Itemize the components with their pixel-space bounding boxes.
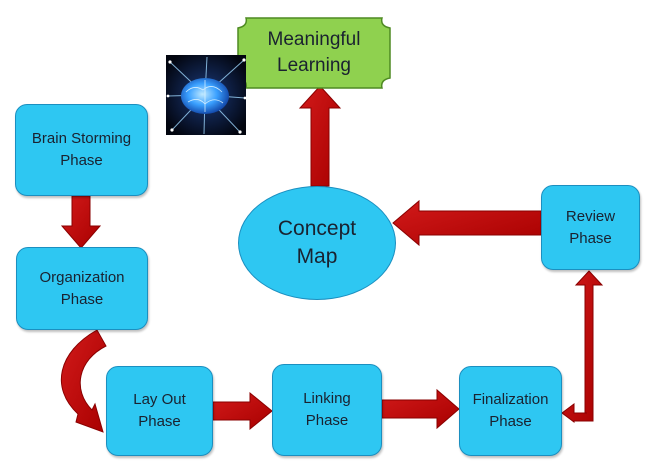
arrow-brainstorming-to-organization	[60, 195, 102, 249]
arrow-linking-to-finalization	[381, 388, 460, 430]
layout-phase-node: Lay Out Phase	[106, 366, 213, 456]
brainstorming-phase-node: Brain Storming Phase	[15, 104, 148, 196]
concept-map-node: Concept Map	[238, 186, 396, 300]
organization-phase-node: Organization Phase	[16, 247, 148, 330]
concept-map-line2: Map	[296, 245, 338, 268]
meaningful-learning-line2: Learning	[277, 55, 351, 76]
review-line2: Phase	[569, 229, 612, 247]
arrow-organization-to-layout	[60, 329, 107, 433]
arrow-finalization-to-review	[561, 270, 604, 423]
meaningful-learning-node: Meaningful Learning	[238, 18, 390, 88]
layout-line2: Phase	[138, 413, 181, 430]
arrow-concept-map-to-meaningful-learning	[298, 85, 342, 187]
finalization-phase-node: Finalization Phase	[459, 366, 562, 456]
review-line1: Review	[565, 207, 616, 225]
layout-line1: Lay Out	[133, 391, 186, 408]
arrow-review-to-concept-map	[392, 199, 542, 247]
organization-line1: Organization	[39, 268, 125, 286]
concept-map-line1: Concept	[277, 217, 357, 240]
finalization-line2: Phase	[489, 413, 532, 430]
brainstorming-line1: Brain Storming	[31, 130, 132, 147]
arrow-layout-to-linking	[212, 391, 273, 431]
linking-phase-node: Linking Phase	[272, 364, 382, 456]
meaningful-learning-line1: Meaningful	[267, 29, 361, 50]
organization-line2: Phase	[60, 290, 104, 308]
linking-line2: Phase	[305, 412, 349, 429]
brainstorming-line2: Phase	[60, 152, 103, 169]
finalization-line1: Finalization	[472, 391, 549, 408]
review-phase-node: Review Phase	[541, 185, 640, 270]
linking-line1: Linking	[303, 390, 351, 407]
